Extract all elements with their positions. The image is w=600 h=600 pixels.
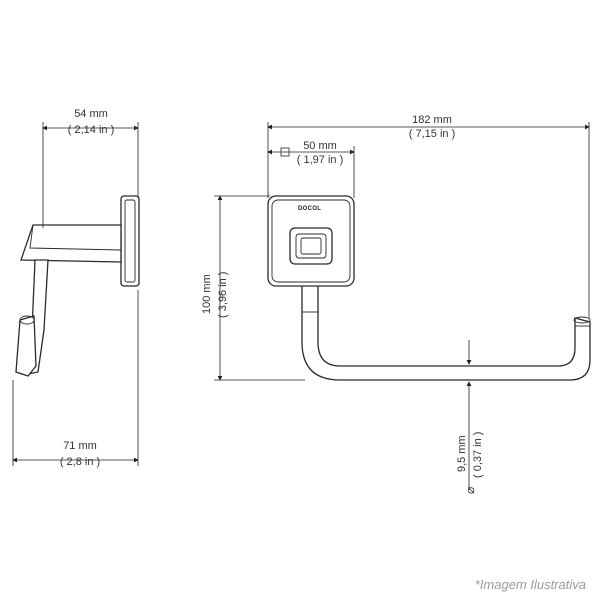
diameter-symbol: ⌀ <box>463 486 477 494</box>
bar-diameter-mm: 9,5 mm <box>456 435 468 472</box>
side-arm-shelf <box>20 224 122 263</box>
front-total-width-mm: 182 mm <box>412 114 452 126</box>
front-bar-outer <box>301 259 591 381</box>
front-total-width-in: ( 7,15 in ) <box>408 128 456 140</box>
bar-diameter-in: ( 0,37 in ) <box>472 431 484 478</box>
dimension-front-height <box>214 195 305 381</box>
dimension-side-bottom <box>12 290 139 466</box>
side-wall-plate <box>120 195 140 287</box>
front-height-mm: 100 mm <box>201 274 213 314</box>
dimension-side-top <box>42 122 139 228</box>
illustration-caption: *Imagem Ilustrativa <box>474 577 586 592</box>
dimension-front-plate <box>267 146 355 198</box>
side-bottom-width-mm: 71 mm <box>63 440 97 452</box>
front-plate-width-in: ( 1,97 in ) <box>296 154 344 166</box>
side-view <box>15 195 140 377</box>
dimension-front-total <box>267 122 590 318</box>
front-hub <box>289 227 333 265</box>
front-view <box>267 195 591 381</box>
side-top-width-mm: 54 mm <box>74 108 108 120</box>
brand-logo: DOCOL <box>298 206 322 212</box>
side-top-width-in: ( 2,14 in ) <box>67 124 115 136</box>
front-plate-width-mm: 50 mm <box>303 140 337 152</box>
side-bottom-width-in: ( 2,8 in ) <box>59 456 101 468</box>
side-hook-tip <box>15 315 37 377</box>
front-height-in: ( 3,96 in ) <box>217 271 229 318</box>
